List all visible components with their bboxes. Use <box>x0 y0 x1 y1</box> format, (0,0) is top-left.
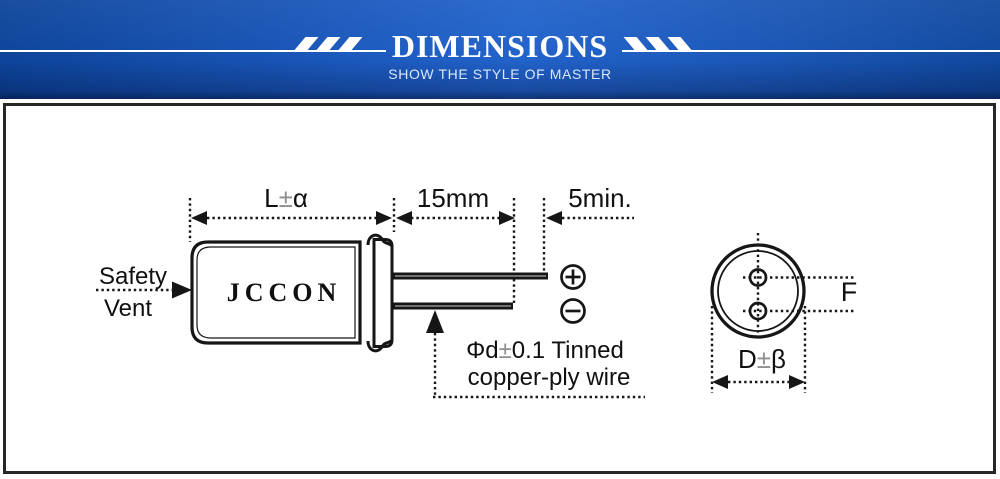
lead-length-dimension: 15mm <box>396 183 546 304</box>
dim-arrow-left-icon <box>712 375 728 389</box>
body-inner-highlight <box>196 246 356 339</box>
lead-spacing-label: F <box>841 277 858 307</box>
header-rule-right <box>622 50 1000 52</box>
leads <box>393 272 548 310</box>
inner-circle <box>717 250 799 332</box>
upper-lead-hole <box>748 268 768 287</box>
crimp-curl-top <box>366 233 394 248</box>
brand-label: JCCON <box>227 278 342 307</box>
wire-label-line2: copper-ply wire <box>468 364 631 391</box>
wire-label-line1: Φd±0.1 Tinned <box>466 337 624 364</box>
wire-pointer-arrow-icon <box>426 310 444 333</box>
end-view: F <box>710 233 858 341</box>
length-label: L±α <box>264 183 308 213</box>
safety-vent-callout: Safety Vent <box>96 263 192 322</box>
dim-arrow-right-icon <box>499 211 515 225</box>
dim-arrow-left-icon <box>191 211 207 225</box>
lead-length-label: 15mm <box>417 183 489 213</box>
dim-arrow-right-icon <box>376 211 392 225</box>
end-cap <box>372 238 394 348</box>
negative-polarity-icon <box>560 298 586 324</box>
capacitor-dimension-drawing: L±α 15mm 5min. <box>96 183 858 399</box>
lower-lead-hole <box>748 301 768 321</box>
capacitor-body: JCCON <box>190 233 394 353</box>
safety-vent-arrow-icon <box>172 281 192 299</box>
page-title: DIMENSIONS <box>391 28 609 64</box>
length-dimension: L±α <box>188 183 396 242</box>
diameter-dimension: D±β <box>710 306 807 393</box>
safety-vent-label-line2: Vent <box>104 295 152 322</box>
diameter-label: D±β <box>738 344 786 374</box>
positive-polarity-icon <box>560 264 586 290</box>
page-subtitle: SHOW THE STYLE OF MASTER <box>388 66 612 82</box>
crimp-curl-bottom <box>366 338 394 353</box>
outer-circle <box>710 243 806 339</box>
dimensions-diagram-panel: L±α 15mm 5min. <box>3 103 996 474</box>
lead-min-label: 5min. <box>568 183 632 213</box>
wire-callout: Φd±0.1 Tinned copper-ply wire <box>426 310 645 399</box>
header-banner: DIMENSIONS SHOW THE STYLE OF MASTER <box>0 0 1000 99</box>
safety-vent-label-line1: Safety <box>99 263 167 290</box>
dim-arrow-left-icon <box>396 211 412 225</box>
dim-arrow-right-icon <box>789 375 805 389</box>
dim-arrow-left-icon <box>546 211 562 225</box>
lead-min-dimension: 5min. <box>546 183 634 225</box>
header-rule-left <box>0 50 386 52</box>
